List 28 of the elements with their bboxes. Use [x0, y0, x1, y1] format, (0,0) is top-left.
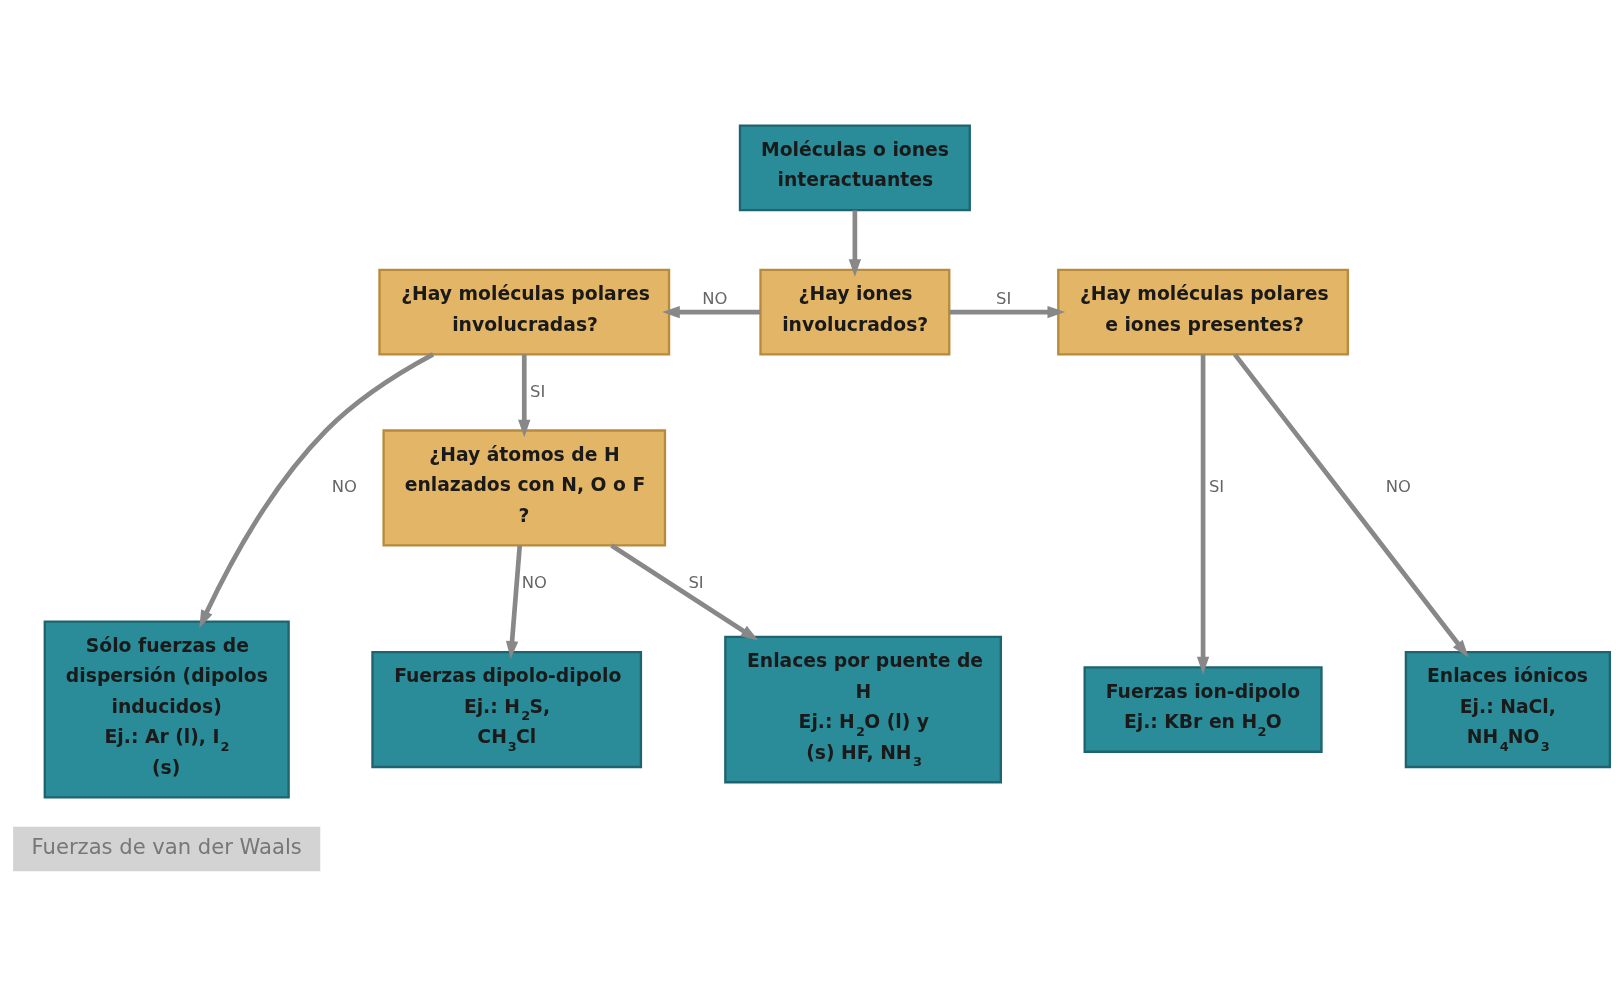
node-box: Sólo fuerzas de dispersión (dipolos inducidos) Ej.: Ar (l), I$_{2}$ (s): [43, 619, 290, 799]
edge-label: SI: [688, 572, 704, 592]
edge-label: SI: [996, 288, 1012, 308]
node-box: Fuerzas dipolo-dipolo Ej.: H$_{2}$S, CH$_{3}$Cl: [371, 650, 643, 768]
edge-label: SI: [1208, 476, 1225, 496]
arrow: [518, 353, 531, 437]
node-box: ¿Hay iones involucrados?: [759, 268, 951, 355]
arrow: [848, 209, 862, 277]
arrow: [610, 543, 759, 641]
arrow: [1232, 352, 1469, 657]
arrow: [199, 351, 435, 628]
arrow: [949, 305, 1066, 318]
edge-label: NO: [1385, 476, 1411, 496]
arrow: [1196, 353, 1210, 674]
edge-label: NO: [702, 288, 728, 308]
node-box: Fuerzas ion-dipolo Ej.: KBr en H$_{2}$O: [1083, 665, 1323, 753]
node-box: Enlaces por puente de H Ej.: H$_{2}$O (l) y (s) HF, NH$_{3}$: [724, 635, 1002, 783]
label: Fuerzas de van der Waals: [31, 833, 302, 859]
edge-label: NO: [331, 476, 357, 496]
edge-label: SI: [530, 381, 546, 401]
arrow: [505, 544, 523, 659]
arrow: [662, 305, 761, 318]
node-box: Moléculas o iones interactuantes: [738, 124, 971, 211]
node-box: Enlaces iónicos Ej.: NaCl, NH$_{4}$NO$_{3}$: [1404, 650, 1612, 768]
edge-label: NO: [521, 572, 547, 592]
node-box: ¿Hay moléculas polares e iones presentes?: [1057, 268, 1349, 355]
node-box: ¿Hay moléculas polares involucradas?: [378, 268, 671, 355]
node-box: ¿Hay átomos de H enlazados con N, O o F ?: [382, 428, 667, 547]
